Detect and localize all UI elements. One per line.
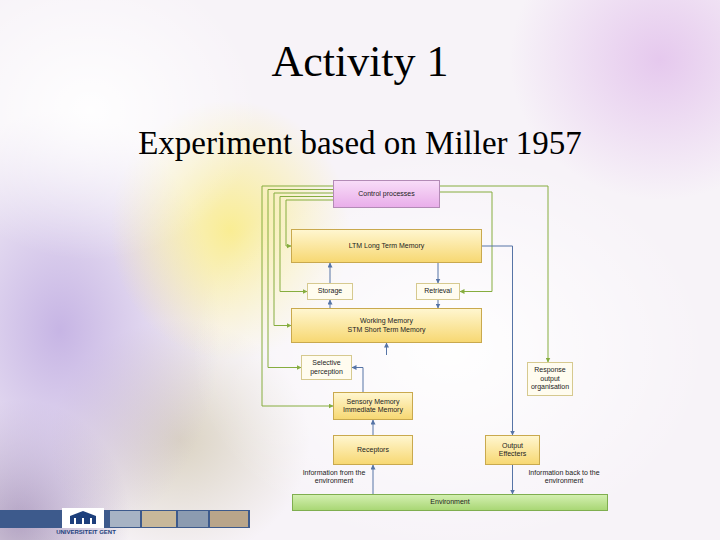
box-text: STM Short Term Memory xyxy=(347,326,425,334)
receptor-box: Receptors xyxy=(333,435,413,465)
flow-arrow xyxy=(373,465,374,494)
box-text: Working Memory xyxy=(360,317,413,325)
flow-note: Information back to the environment xyxy=(518,469,610,486)
effector-box: Output Effecters xyxy=(485,435,540,465)
footer-photo xyxy=(210,511,248,527)
process-box: Storage xyxy=(307,283,353,300)
process-box: Selective perception xyxy=(301,355,352,380)
logo-emblem xyxy=(70,511,96,524)
box-text: Retrieval xyxy=(424,287,452,295)
logo-column xyxy=(82,518,84,524)
flow-note: Information from the environment xyxy=(300,469,368,486)
flow-arrow xyxy=(352,368,363,393)
box-text: LTM Long Term Memory xyxy=(349,242,425,250)
control-box: Control processes xyxy=(333,180,440,208)
flow-arrow xyxy=(330,263,331,283)
footer-strip xyxy=(0,510,250,528)
flow-arrow xyxy=(330,300,331,308)
memory-box: Working MemorySTM Short Term Memory xyxy=(291,308,482,343)
logo-text: UNIVERSITEIT GENT xyxy=(56,529,116,536)
box-text: Selective perception xyxy=(305,359,348,376)
footer-photo xyxy=(110,511,140,527)
footer-photo xyxy=(142,511,176,527)
box-text: Response output organisation xyxy=(531,366,569,391)
flow-arrow xyxy=(512,465,513,494)
logo-column xyxy=(74,518,76,524)
box-text: Storage xyxy=(318,287,343,295)
flow-arrow xyxy=(438,263,439,283)
flow-arrow xyxy=(438,300,439,308)
logo-ground xyxy=(62,508,104,528)
memory-box: Sensory MemoryImmediate Memory xyxy=(333,392,413,420)
flow-arrow xyxy=(373,420,374,435)
logo-column xyxy=(90,518,92,524)
environment-band: Environment xyxy=(292,494,608,511)
subtitle: Experiment based on Miller 1957 xyxy=(80,125,640,161)
box-text: Control processes xyxy=(358,190,414,198)
flow-arrow xyxy=(386,343,387,355)
box-text: Sensory Memory xyxy=(347,398,400,406)
process-box: Retrieval xyxy=(416,283,460,300)
box-text: Receptors xyxy=(357,446,389,454)
footer-photo xyxy=(178,511,208,527)
flow-arrow xyxy=(482,246,513,435)
box-text: Environment xyxy=(430,498,469,506)
box-text: Immediate Memory xyxy=(343,406,403,414)
process-box: Response output organisation xyxy=(527,362,573,396)
memory-box: LTM Long Term Memory xyxy=(291,229,482,263)
box-text: Output Effecters xyxy=(489,442,536,459)
slide-title: Activity 1 xyxy=(60,38,660,86)
